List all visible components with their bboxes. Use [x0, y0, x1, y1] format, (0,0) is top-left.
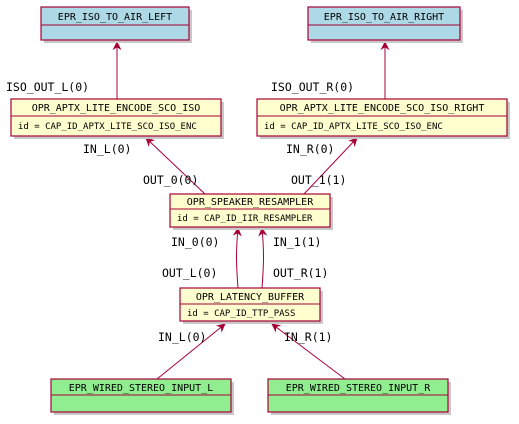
port-iso-out-l: ISO_OUT_L(0): [6, 80, 89, 94]
edges: [112, 41, 390, 380]
operator-aptx-iso-id: id = CAP_ID_APTX_LITE_SCO_ISO_ENC: [18, 122, 197, 132]
port-labels: ISO_OUT_L(0) ISO_OUT_R(0) IN_L(0) IN_R(0…: [6, 80, 354, 344]
edge-latency-out-l-to-resampler: [232, 227, 242, 289]
operator-aptx-encode-sco-iso: OPR_APTX_LITE_ENCODE_SCO_ISO id = CAP_ID…: [10, 98, 224, 139]
edge-wired-right-to-latency: [271, 323, 346, 380]
endpoint-wired-stereo-input-left: EPR_WIRED_STEREO_INPUT_L: [50, 378, 234, 415]
port-lat-in-r: IN_R(1): [284, 330, 332, 344]
endpoint-iso-right-label: EPR_ISO_TO_AIR_RIGHT: [324, 12, 444, 23]
operator-aptx-iso-right-id: id = CAP_ID_APTX_LITE_SCO_ISO_ENC: [264, 122, 443, 132]
port-enc-in-r: IN_R(0): [286, 142, 334, 156]
operator-resampler-id: id = CAP_ID_IIR_RESAMPLER: [177, 214, 313, 224]
edge-wired-left-to-latency: [156, 323, 226, 380]
endpoint-wired-right-label: EPR_WIRED_STEREO_INPUT_R: [286, 383, 431, 394]
endpoint-iso-to-air-left: EPR_ISO_TO_AIR_LEFT: [40, 6, 192, 43]
operator-aptx-iso-right-title: OPR_APTX_LITE_ENCODE_SCO_ISO_RIGHT: [280, 103, 485, 114]
operator-latency-title: OPR_LATENCY_BUFFER: [196, 292, 305, 303]
port-res-in-0: IN_0(0): [171, 235, 219, 249]
operator-speaker-resampler: OPR_SPEAKER_RESAMPLER id = CAP_ID_IIR_RE…: [169, 193, 333, 230]
endpoint-iso-left-label: EPR_ISO_TO_AIR_LEFT: [58, 12, 172, 23]
port-lat-out-l: OUT_L(0): [162, 266, 217, 280]
port-iso-out-r: ISO_OUT_R(0): [271, 80, 354, 94]
port-res-out-0: OUT_0(0): [143, 173, 198, 187]
edge-resampler-to-enc-right: [303, 137, 358, 195]
operator-aptx-iso-title: OPR_APTX_LITE_ENCODE_SCO_ISO: [32, 103, 201, 114]
port-res-in-1: IN_1(1): [273, 235, 321, 249]
operator-latency-buffer: OPR_LATENCY_BUFFER id = CAP_ID_TTP_PASS: [179, 287, 323, 324]
edge-latency-out-r-to-resampler: [258, 227, 268, 289]
operator-aptx-encode-sco-iso-right: OPR_APTX_LITE_ENCODE_SCO_ISO_RIGHT id = …: [256, 98, 510, 139]
port-lat-out-r: OUT_R(1): [273, 266, 328, 280]
endpoint-iso-to-air-right: EPR_ISO_TO_AIR_RIGHT: [307, 6, 463, 43]
operator-latency-id: id = CAP_ID_TTP_PASS: [187, 309, 295, 319]
port-enc-in-l: IN_L(0): [83, 142, 131, 156]
port-lat-in-l: IN_L(0): [158, 330, 206, 344]
endpoint-wired-stereo-input-right: EPR_WIRED_STEREO_INPUT_R: [267, 378, 451, 415]
operator-resampler-title: OPR_SPEAKER_RESAMPLER: [187, 197, 314, 208]
edge-resampler-to-enc-left: [145, 137, 206, 195]
port-res-out-1: OUT_1(1): [291, 173, 346, 187]
endpoint-wired-left-label: EPR_WIRED_STEREO_INPUT_L: [69, 383, 214, 394]
